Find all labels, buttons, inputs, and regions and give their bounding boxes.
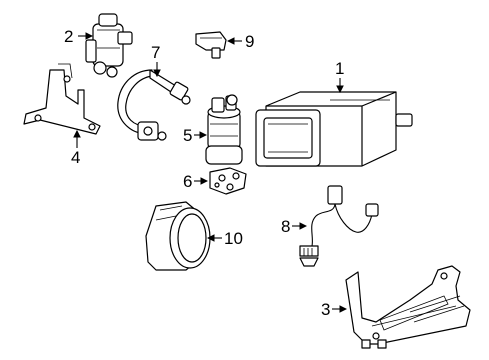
callout-2: 2 xyxy=(64,27,73,46)
callout-9: 9 xyxy=(245,32,254,51)
part-8-sensor-harness xyxy=(299,185,379,267)
part-4-bracket xyxy=(23,63,101,135)
callout-5: 5 xyxy=(183,126,192,145)
part-9-sensor xyxy=(195,31,227,59)
part-3-bracket xyxy=(345,265,471,349)
part-5-pump xyxy=(205,94,243,165)
part-2-valve xyxy=(85,13,133,78)
callout-10: 10 xyxy=(224,229,243,248)
part-6-gasket xyxy=(209,167,247,195)
callout-6: 6 xyxy=(183,172,192,191)
callout-8: 8 xyxy=(281,217,290,236)
callout-3: 3 xyxy=(321,300,330,319)
callout-1: 1 xyxy=(335,59,344,78)
callout-7: 7 xyxy=(151,43,160,62)
part-10-filter xyxy=(145,201,211,271)
callout-4: 4 xyxy=(71,148,80,167)
part-7-hose xyxy=(117,69,191,141)
part-1-canister xyxy=(255,91,413,167)
